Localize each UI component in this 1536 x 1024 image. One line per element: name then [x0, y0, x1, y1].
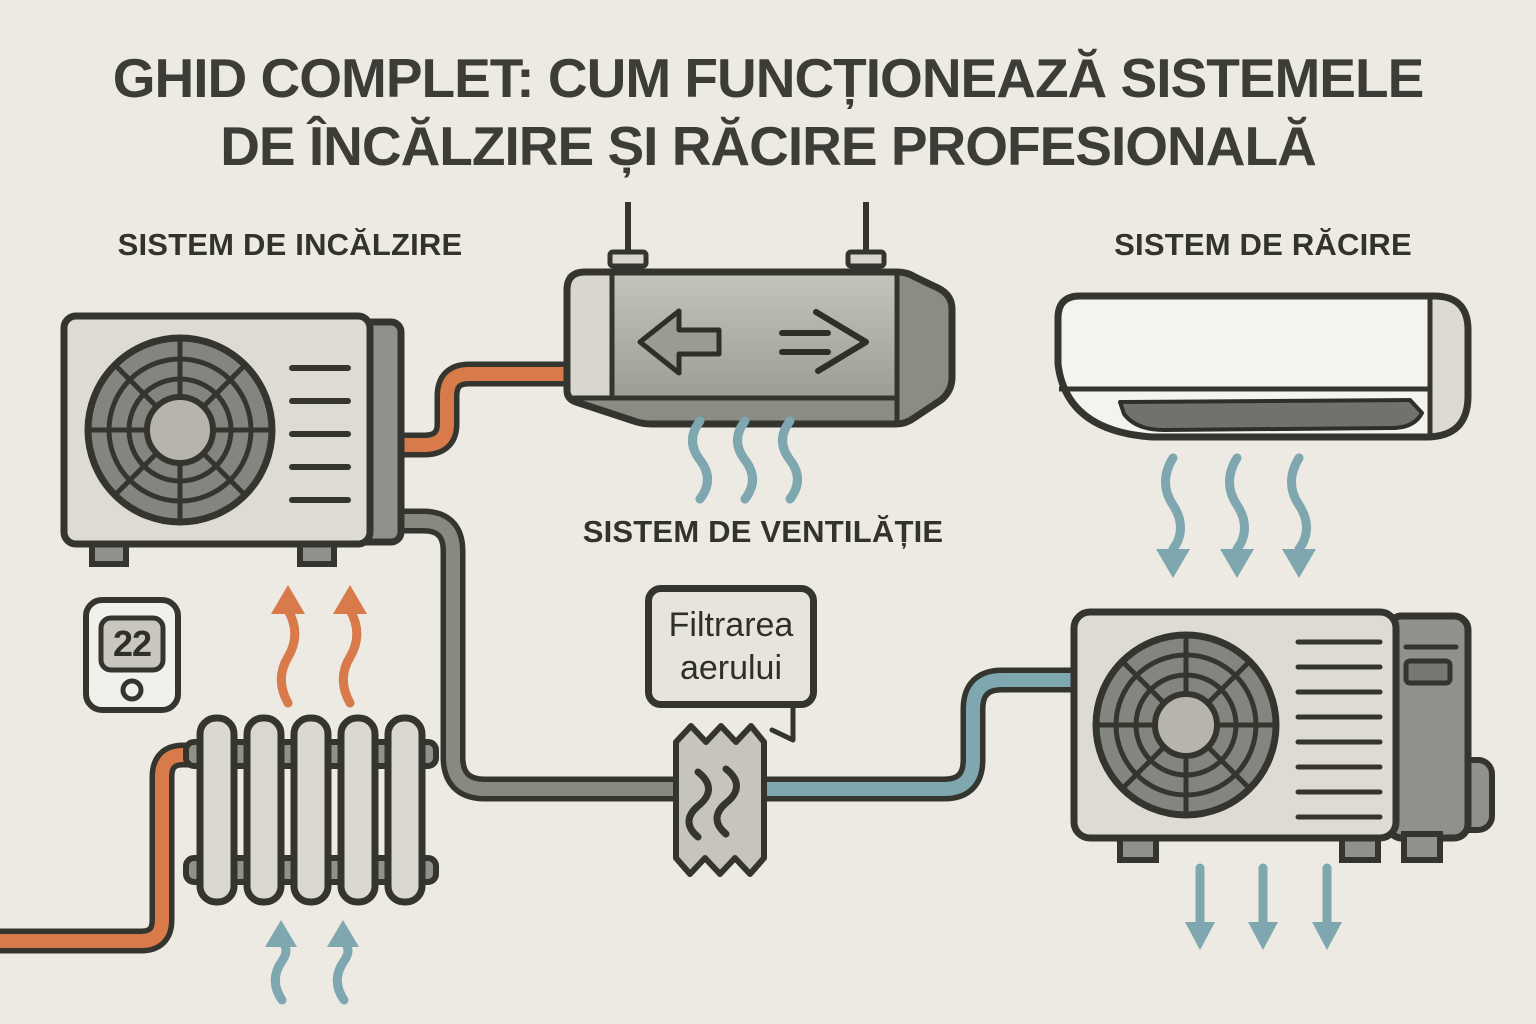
cooling-indoor-unit — [1054, 292, 1472, 441]
radiator-fin — [337, 714, 379, 906]
cooling-outdoor-unit — [1070, 608, 1495, 863]
airflow-right-arrow-icon — [779, 309, 869, 374]
ventilation-section-label: SISTEM DE VENTILĂȚIE — [582, 514, 944, 549]
return-duct-pipe — [380, 508, 680, 802]
filter-callout-connector — [769, 705, 796, 743]
thermostat-button[interactable] — [120, 678, 144, 702]
heating-section-label: SISTEM DE INCĂLZIRE — [117, 227, 463, 262]
cooling-supply-pipe — [760, 667, 1090, 802]
radiator — [183, 714, 439, 906]
radiator-heat-arrows — [271, 585, 367, 703]
unit-foot — [1401, 831, 1443, 863]
fan-grille-icon — [1092, 631, 1280, 819]
filter-callout-label: Filtrarea aerului — [668, 606, 794, 687]
vent-slots — [1295, 639, 1383, 820]
air-filter-element — [673, 723, 767, 877]
ventilation-unit — [563, 202, 956, 428]
air-outlet-vane — [1118, 398, 1424, 432]
radiator-supply-pipe — [0, 742, 212, 954]
filter-callout-box: Filtrarea aerului — [645, 585, 817, 708]
page-title-line1: GHID COMPLET: CUM FUNCȚIONEAZĂ SISTEMELE — [112, 47, 1425, 109]
heating-outdoor-unit — [60, 312, 405, 567]
vent-slots — [289, 365, 351, 503]
fan-grille-icon — [84, 334, 276, 526]
radiator-fin — [196, 714, 238, 906]
ventilation-airflow-lines — [693, 421, 798, 499]
cool-airflow-arrows — [1156, 458, 1316, 578]
heating-supply-pipe — [385, 361, 585, 458]
radiator-intake-arrows — [265, 920, 359, 1000]
radiator-fin — [243, 714, 285, 906]
radiator-fin — [290, 714, 332, 906]
thermostat-temperature: 22 — [112, 623, 152, 664]
radiator-fin — [384, 714, 426, 906]
cooling-section-label: SISTEM DE RĂCIRE — [1114, 227, 1412, 262]
thermostat-display — [98, 615, 166, 673]
unit-end-cap — [1427, 298, 1465, 434]
filter-media-icon — [685, 765, 740, 841]
airflow-left-arrow-icon — [637, 308, 722, 376]
hanger-rods — [607, 202, 887, 269]
page-title: GHID COMPLET: CUM FUNCȚIONEAZĂ SISTEMELE… — [0, 44, 1536, 180]
condenser-airflow-arrows — [1185, 868, 1342, 950]
panel-vent — [1403, 658, 1453, 686]
page-title-line2: DE ÎNCĂLZIRE ȘI RĂCIRE PROFESIONALĂ — [220, 115, 1317, 178]
thermostat — [83, 597, 181, 713]
